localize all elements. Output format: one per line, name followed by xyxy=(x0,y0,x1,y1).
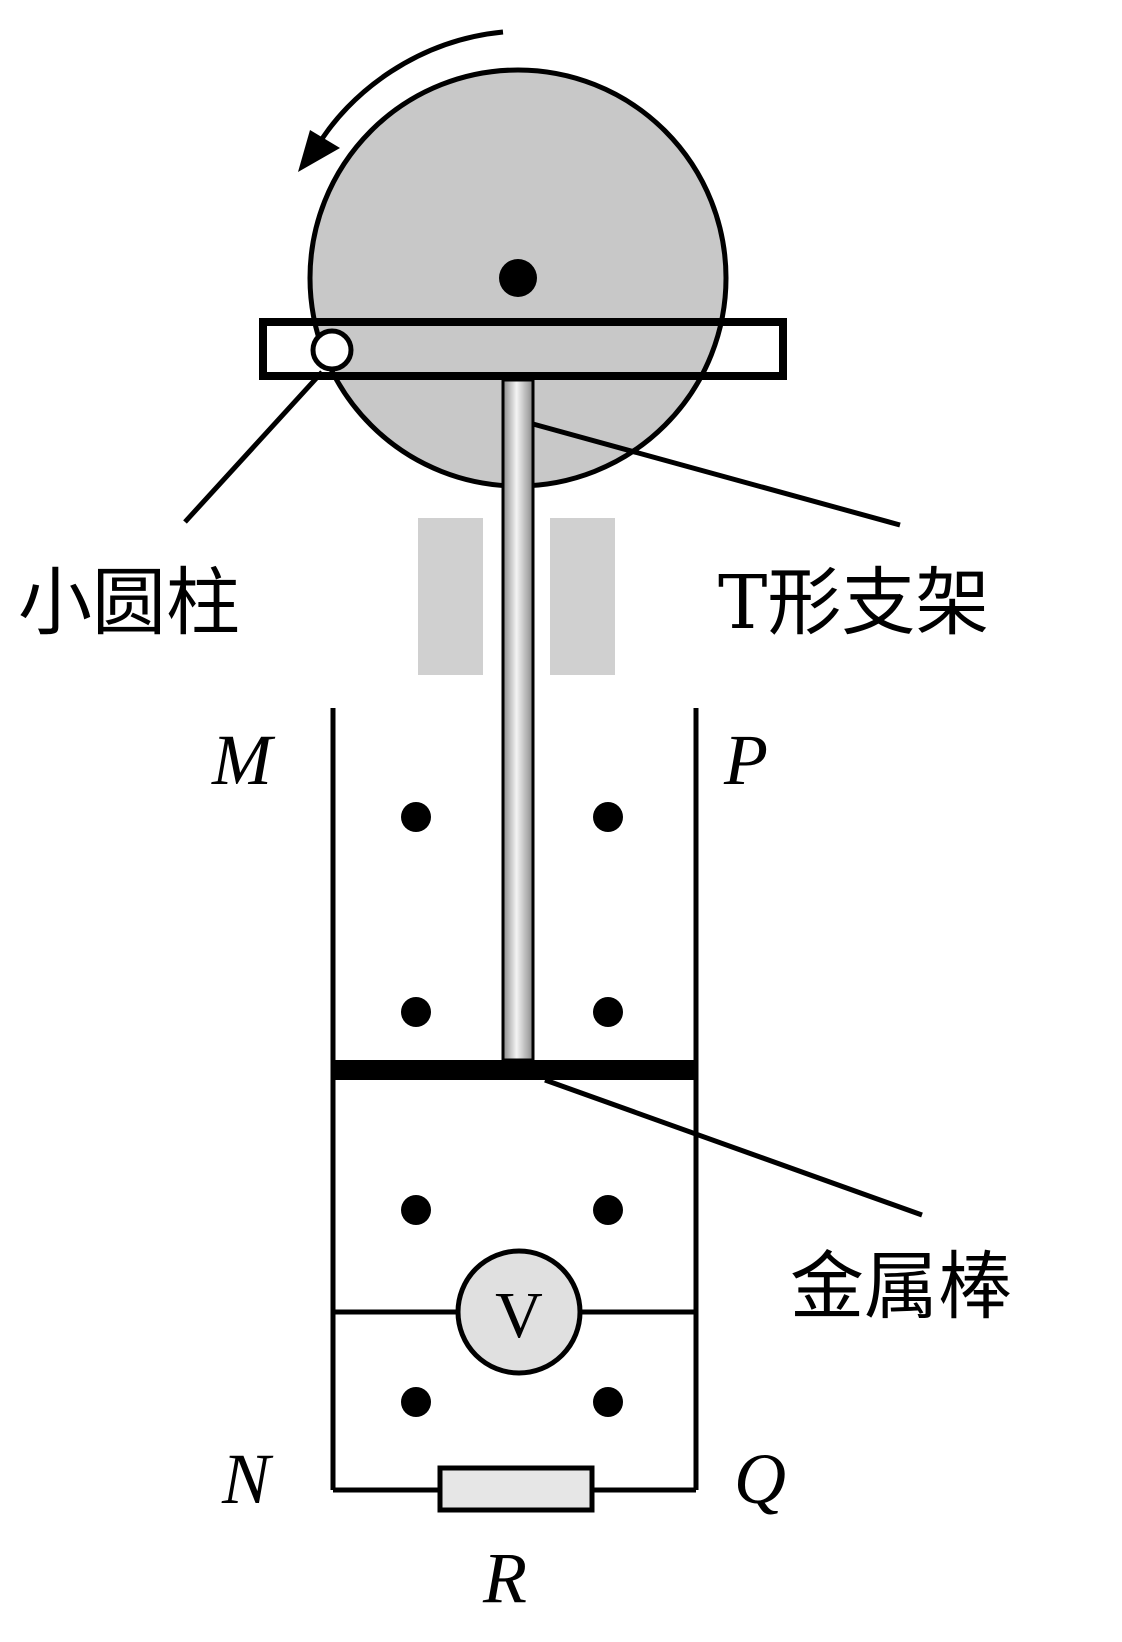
rotation-arrow-icon xyxy=(298,29,504,172)
field-dot-icon xyxy=(401,1387,431,1417)
label-P: P xyxy=(723,720,768,800)
small-cylinder xyxy=(310,328,354,372)
field-dot-icon xyxy=(593,1195,623,1225)
field-dot-icon xyxy=(593,997,623,1027)
leader-line-metal-rod xyxy=(544,1077,923,1218)
field-dot-icon xyxy=(593,1387,623,1417)
leader-line-small-cylinder xyxy=(183,370,324,524)
metal-rod-bar xyxy=(333,1060,696,1080)
field-dot-icon xyxy=(593,802,623,832)
field-dot-icon xyxy=(401,1195,431,1225)
t-bracket-crossbar xyxy=(259,318,787,380)
label-N: N xyxy=(221,1439,274,1519)
label-M: M xyxy=(211,720,276,800)
voltmeter-label: V xyxy=(495,1279,543,1352)
label-small-cylinder: 小圆柱 xyxy=(18,560,240,646)
guide-block-left xyxy=(418,518,483,675)
voltmeter-icon xyxy=(455,1248,583,1376)
label-R: R xyxy=(482,1538,527,1618)
label-metal-rod: 金属棒 xyxy=(790,1244,1012,1330)
disk-axle-dot xyxy=(499,259,537,297)
label-t-bracket: T形支架 xyxy=(718,560,989,646)
field-dot-icon xyxy=(401,997,431,1027)
field-dot-icon xyxy=(401,802,431,832)
leader-line-t-bracket xyxy=(532,421,901,528)
t-bracket-stem xyxy=(501,378,535,1062)
magnetic-field xyxy=(401,802,623,1417)
guide-block-right xyxy=(550,518,615,675)
resistor xyxy=(437,1465,595,1513)
label-Q: Q xyxy=(734,1439,786,1519)
